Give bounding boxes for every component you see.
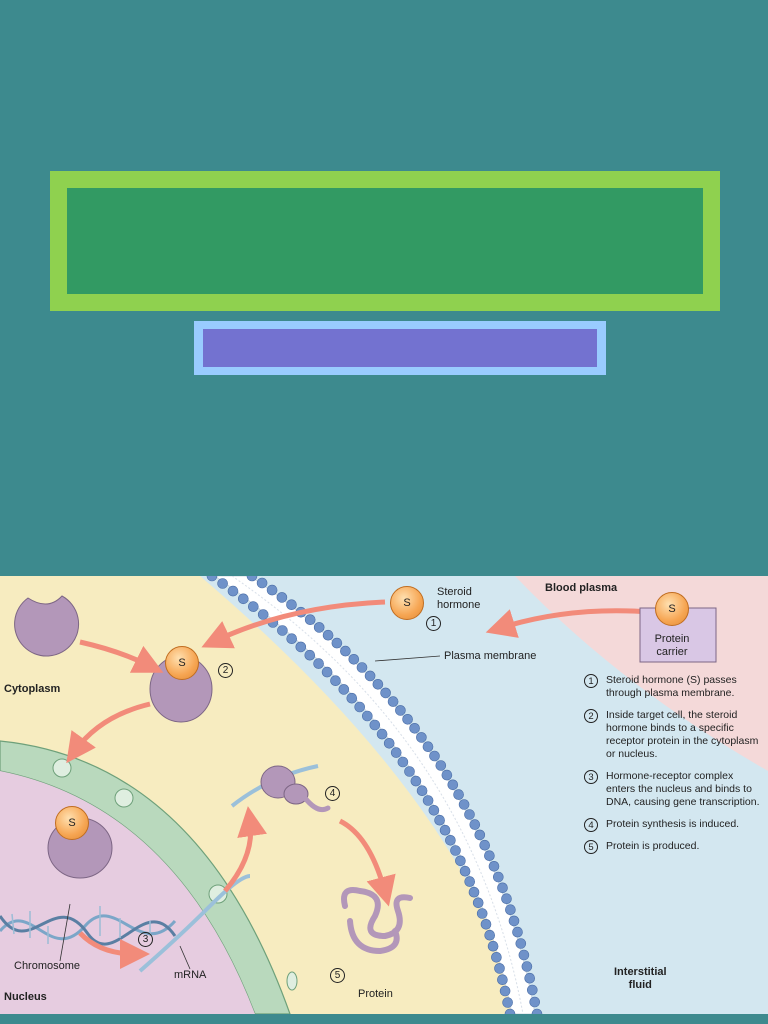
arrow-to-nucleus [66,701,151,764]
mrna-strand [138,874,251,973]
receptor-protein-free [14,595,80,657]
label-steroid-hormone: Steroid hormone [437,586,481,611]
marker-1: 1 [426,616,441,631]
label-interstitial-fluid: Interstitial fluid [614,966,667,991]
marker-5: 5 [330,968,345,983]
bottom-band [0,1014,768,1024]
protein-coil [341,887,413,955]
arrow-enter-cell [201,599,386,649]
label-protein-carrier: Protein carrier [654,633,690,658]
label-blood-plasma: Blood plasma [545,582,618,594]
title-placeholder [50,171,720,311]
steroid-hormone-molecule: S [390,586,424,620]
subtitle-placeholder-inner [203,329,597,367]
arrow-to-protein [338,818,396,907]
arrow-free-receptor [79,639,164,673]
arrow-mrna-out [223,806,267,893]
label-protein: Protein [358,988,393,1000]
receptor-bound-hormone: S [165,646,199,680]
arrow-blood-to-interstitial [485,608,651,638]
membrane-phospholipid-heads [206,576,543,1014]
label-cytoplasm: Cytoplasm [4,683,61,695]
nuclear-hormone: S [55,806,89,840]
label-plasma-membrane: Plasma membrane [444,650,537,662]
marker-4: 4 [325,786,340,801]
steroid-hormone-diagram: S S S S 1 2 3 4 5 Steroid hormone Blood … [0,576,768,1014]
label-mrna: mRNA [174,969,207,981]
subtitle-placeholder [194,321,606,375]
label-chromosome: Chromosome [14,960,81,972]
arrow-to-mrna [78,931,150,969]
carrier-bound-hormone: S [655,592,689,626]
title-placeholder-inner [67,188,703,294]
label-nucleus: Nucleus [4,991,47,1003]
marker-2: 2 [218,663,233,678]
marker-3: 3 [138,932,153,947]
